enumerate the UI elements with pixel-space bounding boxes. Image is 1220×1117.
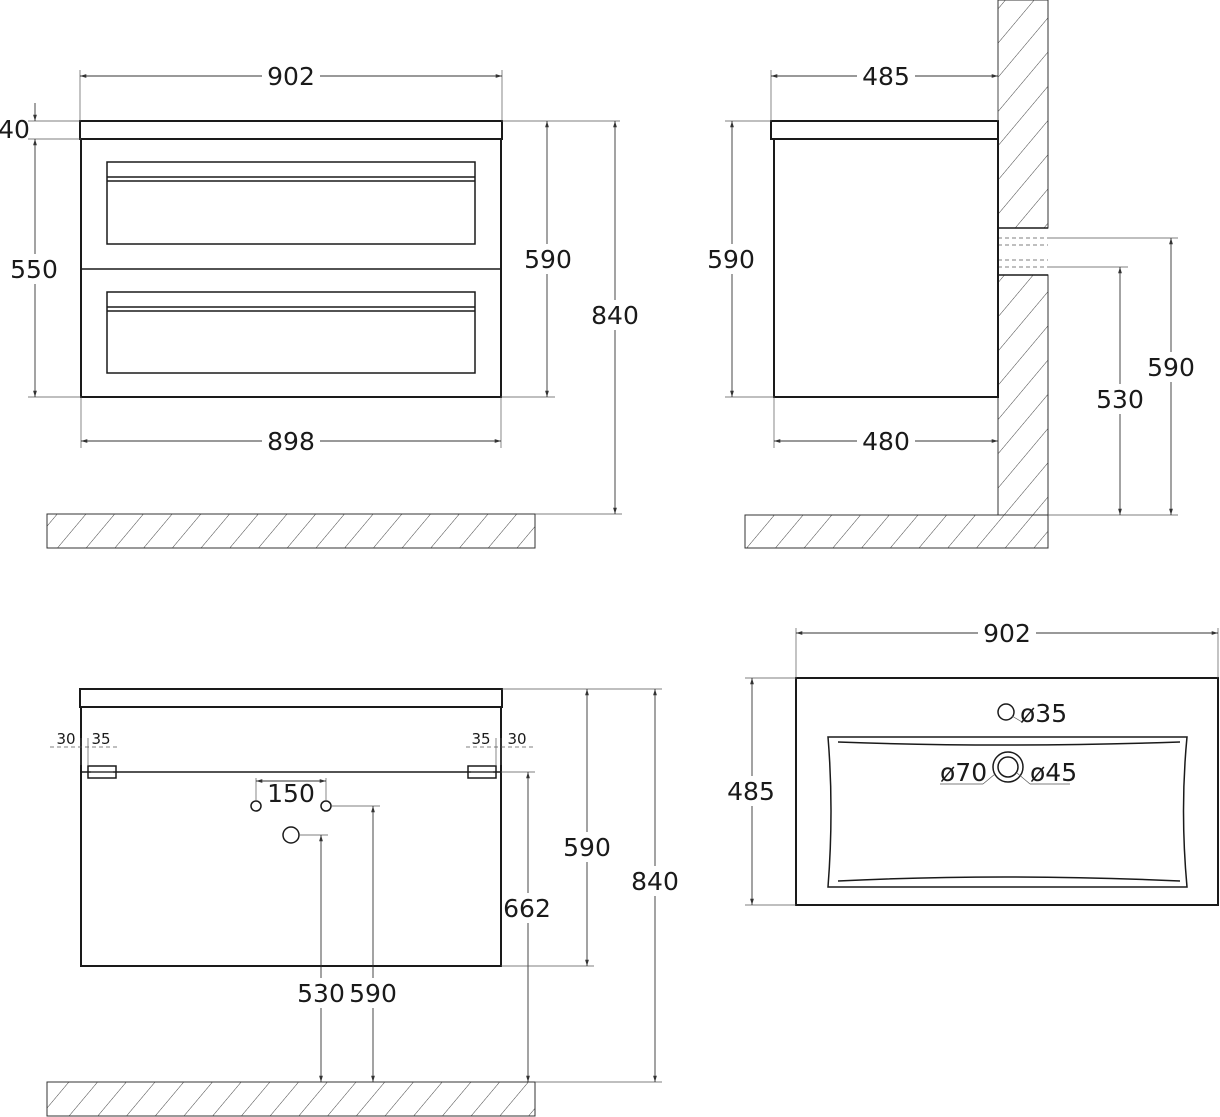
rear-countertop [79,688,503,708]
rear-left-offset-1-label: 30 [56,730,75,748]
front-width-label: 902 [267,62,315,91]
wall-hatch-lower [997,274,1049,516]
drawer-lower [106,291,476,374]
rear-cabinet-body [80,706,502,967]
tap-hole-label: ø35 [1020,699,1067,728]
side-mount-height-1-label: 530 [1096,385,1144,414]
rear-drain-height-label: 530 [297,979,345,1008]
basin-outline [795,677,1219,906]
side-mount-height-2-label: 590 [1147,353,1195,382]
tap-hole [997,703,1015,721]
side-body-depth-label: 480 [862,427,910,456]
bracket-right [467,765,497,779]
wall-hatch-upper [997,0,1049,229]
rear-hole-spacing-label: 150 [267,779,315,808]
drawer-upper [106,161,476,245]
drain-outer [992,751,1024,783]
rear-right-offset-2-label: 30 [507,730,526,748]
front-height-label: 590 [524,245,572,274]
rear-cabinet-height-label: 590 [563,833,611,862]
countertop [79,120,503,140]
top-width-label: 902 [983,619,1031,648]
front-body-width-label: 898 [267,427,315,456]
basin-bowl [827,736,1188,888]
side-cabinet-body [773,138,999,398]
bracket-left [87,765,117,779]
rear-view: 30 35 35 30 150 530 590 662 590 [46,688,681,1117]
drain-inner [997,756,1019,778]
top-view: ø35 ø70 ø45 902 485 [726,617,1219,906]
rear-total-height-label: 840 [631,867,679,896]
side-height-label: 590 [707,245,755,274]
rear-rail-height-label: 662 [503,894,551,923]
rear-left-offset-2-label: 35 [91,730,110,748]
side-view: 485 480 590 530 590 [706,0,1197,549]
drain-outer-label: ø70 [940,758,987,787]
front-floor-height-label: 840 [591,301,639,330]
top-depth-label: 485 [727,777,775,806]
floor-hatch-side [744,514,1049,549]
side-depth-label: 485 [862,62,910,91]
floor-hatch [46,513,536,549]
rear-right-offset-1-label: 35 [471,730,490,748]
side-countertop [770,120,999,140]
front-top-thickness-label: 40 [0,115,30,144]
rear-supply-height-label: 590 [349,979,397,1008]
floor-hatch-rear [46,1081,536,1117]
front-body-height-label: 550 [10,255,58,284]
front-view: 902 898 40 550 590 840 [0,60,642,549]
drain-inner-label: ø45 [1030,758,1077,787]
cabinet-body [80,138,502,398]
